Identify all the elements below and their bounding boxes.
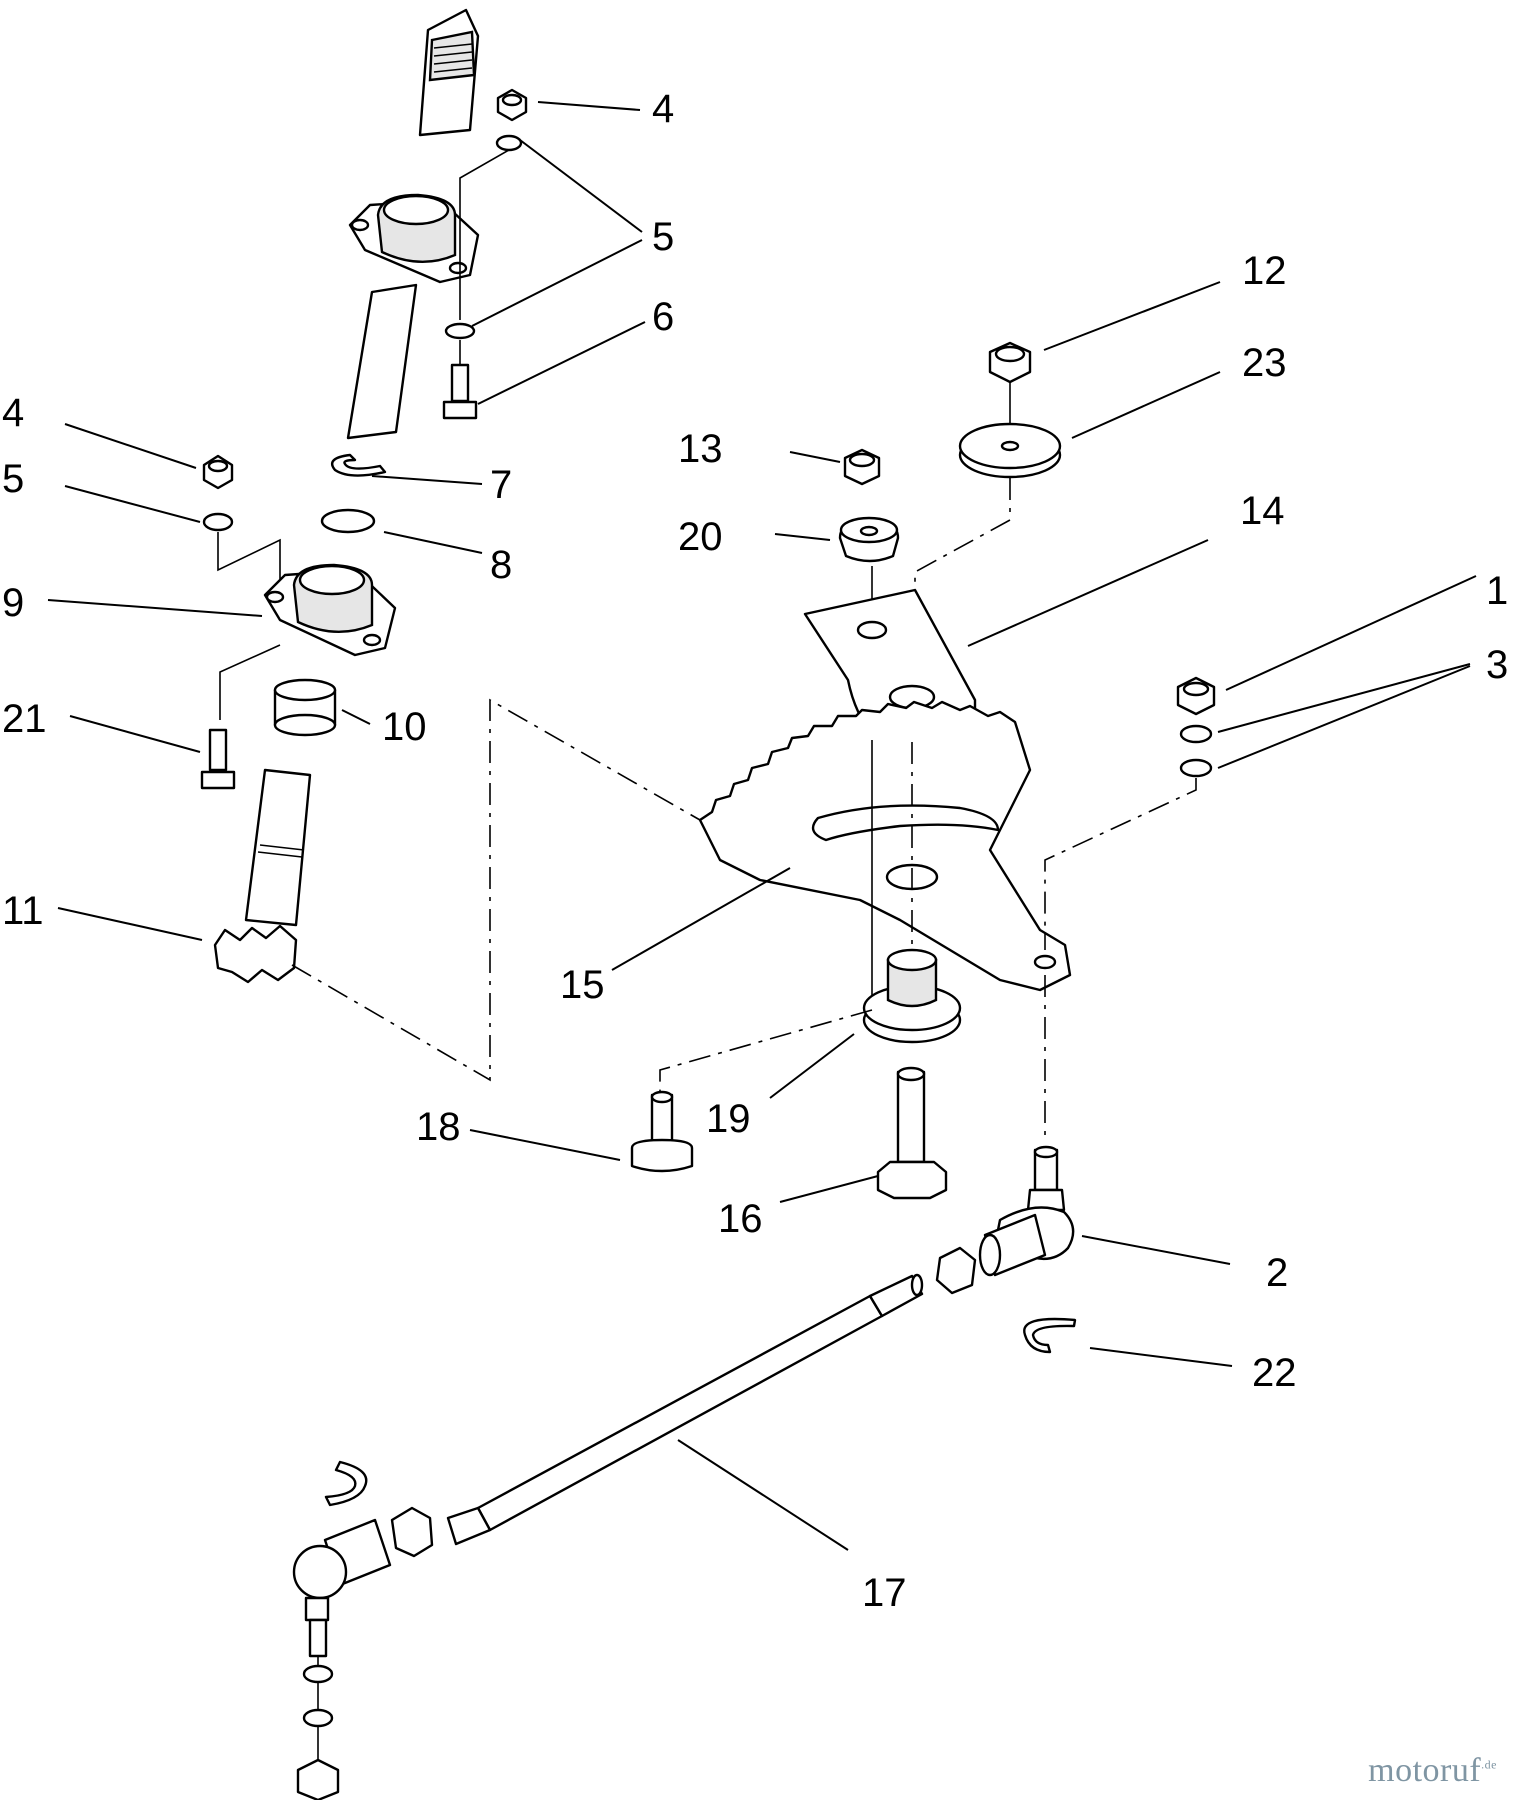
- callout-19: 19: [706, 1097, 751, 1141]
- pinion-shaft-11: [213, 768, 312, 984]
- nut-top: [496, 88, 528, 122]
- callout-labels: 4 5 6 4 5 9 21 7 8 10 11 12 23 13 20 14 …: [2, 87, 1508, 1615]
- cotter-pin-left: [324, 1460, 368, 1507]
- callout-6: 6: [652, 295, 674, 339]
- bushing-10: [273, 678, 337, 737]
- callout-17: 17: [862, 1571, 907, 1615]
- washer-left-2: [302, 1708, 334, 1728]
- washer-left: [202, 512, 234, 532]
- nut-left-bottom: [296, 1758, 340, 1800]
- leader-lines: [47, 101, 1477, 1551]
- callout-7: 7: [490, 463, 512, 507]
- callout-9: 9: [2, 581, 24, 625]
- callout-5-top: 5: [652, 215, 674, 259]
- callout-5-left: 5: [2, 457, 24, 501]
- callout-14: 14: [1240, 489, 1285, 533]
- watermark-logo: motoruf.de: [1368, 1752, 1497, 1790]
- nut-12: [988, 341, 1032, 384]
- ball-joint-left: [292, 1518, 392, 1658]
- callout-16: 16: [718, 1197, 763, 1241]
- washer-23: [958, 422, 1062, 479]
- steering-shaft-middle: [346, 283, 418, 440]
- callout-13: 13: [678, 427, 723, 471]
- steering-shaft-upper: [418, 8, 480, 137]
- callout-4-left: 4: [2, 391, 24, 435]
- grommet-20: [838, 516, 900, 563]
- bolt-18: [630, 1009, 873, 1173]
- callout-23: 23: [1242, 341, 1287, 385]
- washer-left-1: [302, 1664, 334, 1684]
- washer-8: [320, 508, 376, 534]
- flange-bearing-upper: [348, 193, 480, 284]
- callout-2: 2: [1266, 1251, 1288, 1295]
- ball-joint-2: [978, 1145, 1075, 1277]
- e-clip-7: [330, 453, 387, 477]
- washer-3a: [1179, 724, 1213, 744]
- washer-3b: [1179, 758, 1213, 778]
- callout-4-top: 4: [652, 87, 674, 131]
- cotter-pin-right: [1023, 1317, 1077, 1354]
- jam-nut-left: [390, 1506, 434, 1558]
- callout-3: 3: [1486, 643, 1508, 687]
- callout-21: 21: [2, 697, 47, 741]
- watermark-brand: motoruf: [1368, 1752, 1482, 1789]
- washer-mid: [444, 322, 476, 340]
- callout-10: 10: [382, 705, 427, 749]
- callout-15: 15: [560, 963, 605, 1007]
- bolt-16: [876, 1066, 948, 1200]
- washer-top: [495, 134, 523, 152]
- callout-8: 8: [490, 543, 512, 587]
- nut-left: [202, 454, 234, 490]
- callout-1: 1: [1486, 569, 1508, 613]
- callout-22: 22: [1252, 1351, 1297, 1395]
- callout-20: 20: [678, 515, 723, 559]
- nut-13: [843, 448, 881, 486]
- sector-gear-15: [698, 700, 1072, 992]
- watermark-suffix: .de: [1481, 1757, 1497, 1772]
- nut-1: [1176, 676, 1216, 716]
- callout-12: 12: [1242, 249, 1287, 293]
- callout-11: 11: [2, 889, 44, 933]
- bolt-6: [442, 363, 478, 420]
- jam-nut-right: [935, 1246, 977, 1295]
- flange-bearing-lower: [263, 563, 397, 657]
- tie-rod-17: [446, 1273, 924, 1546]
- spacer-19: [862, 948, 962, 1044]
- bolt-21: [200, 728, 236, 790]
- callout-18: 18: [416, 1105, 461, 1149]
